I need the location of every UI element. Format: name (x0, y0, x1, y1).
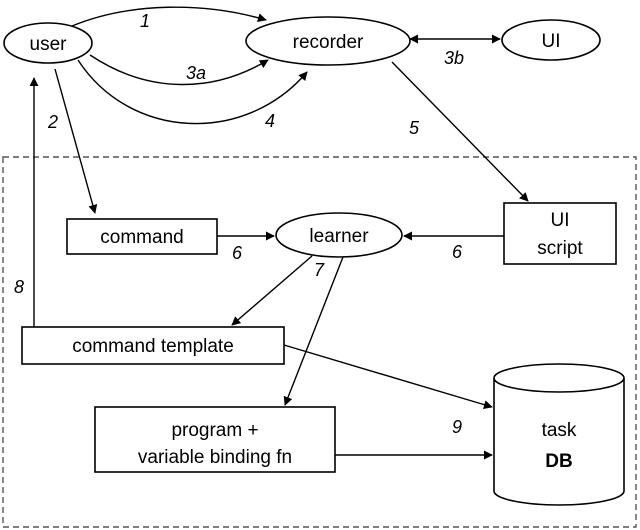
edge-label-3b: 3b (444, 48, 464, 68)
edge-label-9: 9 (452, 417, 462, 437)
edge-label-8: 8 (14, 277, 24, 297)
edge-7-template (231, 255, 313, 326)
edge-label-2: 2 (47, 112, 58, 132)
node-task-db (493, 363, 625, 506)
node-command-label: command (100, 227, 183, 248)
edge-7-program (283, 256, 344, 406)
edge-3a (89, 54, 269, 86)
edge-label-6-left: 6 (232, 243, 243, 263)
node-ui-label: UI (542, 31, 561, 52)
node-program (94, 406, 336, 473)
node-ui-script-label-2: script (537, 238, 583, 259)
node-task-db-label-2: DB (545, 451, 572, 472)
edge-label-4: 4 (265, 111, 275, 131)
edge-label-7: 7 (314, 260, 325, 280)
edge-label-5: 5 (409, 118, 420, 138)
node-command (66, 218, 218, 255)
edge-5 (391, 61, 529, 202)
edge-9-template (283, 344, 493, 409)
node-user (3, 22, 93, 64)
edge-label-3a: 3a (186, 63, 206, 83)
node-task-db-label-1: task (542, 420, 577, 441)
node-recorder (245, 16, 411, 66)
node-learner (275, 212, 403, 258)
node-user-label: user (30, 34, 68, 55)
node-ui (501, 19, 601, 61)
system-boundary (2, 156, 637, 528)
edge-label-1: 1 (140, 11, 150, 31)
node-command-template-label: command template (72, 336, 234, 357)
node-ui-script (503, 202, 617, 265)
node-learner-label: learner (309, 226, 369, 247)
node-command-template (21, 326, 285, 365)
node-ui-script-label-1: UI (551, 210, 570, 231)
edge-4 (77, 59, 308, 125)
node-program-label-2: variable binding fn (138, 447, 292, 468)
node-program-label-1: program + (171, 420, 258, 441)
edge-2 (54, 68, 98, 214)
node-recorder-label: recorder (293, 32, 364, 53)
edge-1 (71, 6, 267, 27)
edge-label-6-right: 6 (452, 242, 463, 262)
